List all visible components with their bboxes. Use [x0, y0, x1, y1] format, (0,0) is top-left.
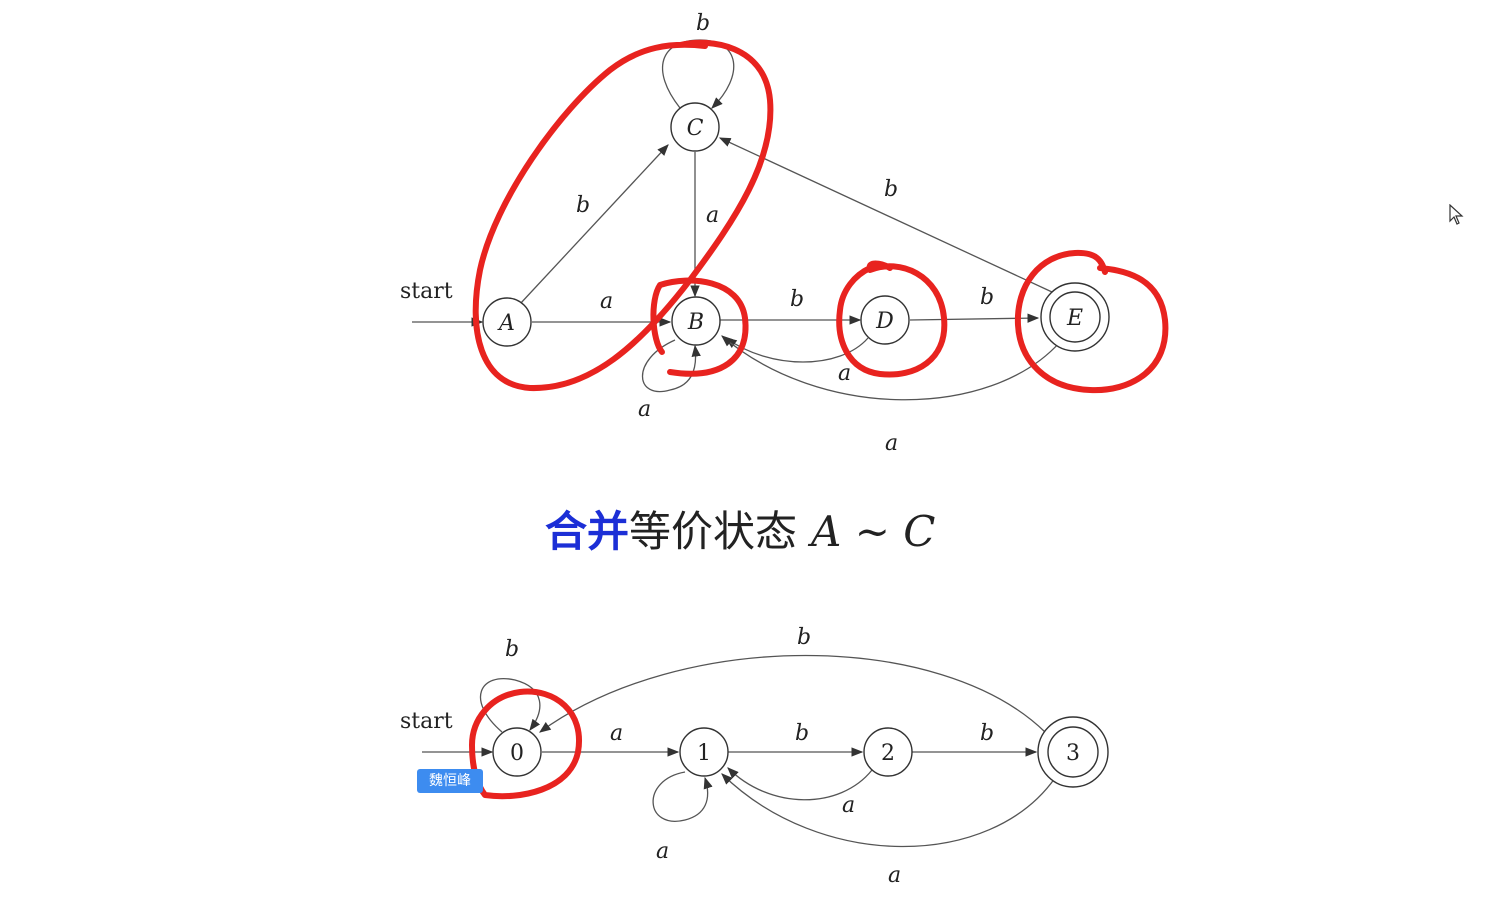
- top-label-E-to-B: a: [885, 431, 898, 456]
- red-circle-state-0: [469, 688, 583, 800]
- svg-text:E: E: [1066, 306, 1083, 331]
- svg-text:A: A: [497, 311, 515, 336]
- bottom-state-0: 0: [492, 727, 542, 777]
- svg-text:D: D: [875, 309, 894, 334]
- top-state-B: B: [671, 296, 721, 346]
- bottom-edge-3-to-0: [539, 654, 1046, 733]
- top-edge-E-to-C: [718, 137, 1053, 293]
- top-edge-E-to-B: [721, 335, 1061, 401]
- bottom-edge-2-to-1: [727, 767, 873, 801]
- caption-highlight: 合并: [545, 507, 630, 556]
- mouse-pointer-icon: [1449, 204, 1464, 225]
- top-start-label: start: [400, 279, 453, 304]
- bottom-state-2: 2: [863, 727, 913, 777]
- bottom-state-3-accepting: 3: [1037, 716, 1109, 788]
- bottom-start-label: start: [400, 709, 453, 734]
- top-state-D: D: [860, 295, 910, 345]
- top-label-C-to-B: a: [706, 203, 719, 228]
- bottom-label-3-to-1: a: [888, 863, 901, 888]
- top-dfa-diagram: start b b a a b b b a a a A C: [400, 11, 1169, 456]
- top-state-A: A: [482, 297, 532, 347]
- red-circle-D: [836, 260, 948, 378]
- top-label-A-to-B: a: [600, 289, 613, 314]
- bottom-label-3-to-0: b: [797, 625, 811, 650]
- svg-text:C: C: [687, 116, 704, 141]
- caption-text: 等价状态: [629, 507, 798, 556]
- top-edge-C-loop: [662, 39, 735, 109]
- bottom-edge-0-loop: [480, 678, 541, 733]
- svg-text:B: B: [687, 310, 704, 335]
- bottom-edge-3-to-1: [721, 773, 1056, 848]
- svg-text:2: 2: [881, 741, 895, 766]
- bottom-label-2-to-3: b: [980, 721, 994, 746]
- bottom-state-1: 1: [679, 727, 729, 777]
- svg-text:1: 1: [697, 741, 711, 766]
- top-state-C: C: [670, 102, 720, 152]
- red-circle-B: [650, 277, 749, 377]
- bottom-label-0-to-1: a: [610, 721, 623, 746]
- bottom-edge-1-loop: [652, 771, 713, 822]
- top-label-A-to-C: b: [576, 193, 590, 218]
- top-label-D-to-E: b: [980, 285, 994, 310]
- top-label-B-to-D: b: [790, 287, 804, 312]
- svg-text:0: 0: [510, 741, 524, 766]
- bottom-label-1-to-2: b: [795, 721, 809, 746]
- top-edge-A-to-C: [519, 144, 669, 305]
- caption-math: A ~ C: [811, 507, 936, 556]
- bottom-label-0-loop: b: [505, 637, 519, 662]
- svg-text:3: 3: [1066, 741, 1080, 766]
- top-edge-B-loop: [641, 339, 701, 393]
- top-label-D-to-B: a: [838, 361, 851, 386]
- top-state-E-accepting: E: [1040, 282, 1110, 352]
- top-label-B-loop: a: [638, 397, 651, 422]
- caption: 合并等价状态 A ~ C: [545, 498, 935, 559]
- red-circle-E: [1014, 249, 1169, 394]
- red-circle-A-C: [472, 39, 774, 392]
- bottom-label-1-loop: a: [656, 839, 669, 864]
- bottom-dfa-diagram: start b b a b b a a a 0 1 2 3: [400, 625, 1109, 888]
- top-label-E-to-C: b: [884, 177, 898, 202]
- top-label-C-loop: b: [696, 11, 710, 36]
- bottom-label-2-to-1: a: [842, 793, 855, 818]
- presenter-name-tag: 魏恒峰: [417, 769, 483, 793]
